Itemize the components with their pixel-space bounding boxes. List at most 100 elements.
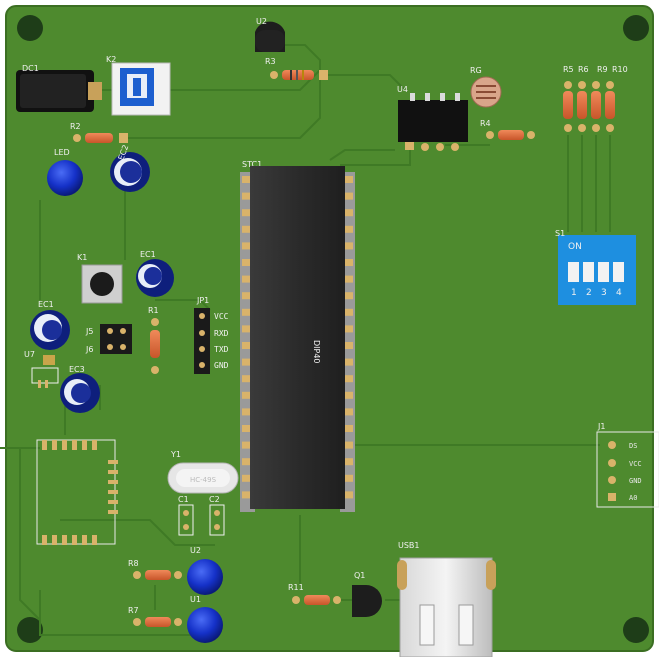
dip40-pin: [343, 342, 353, 349]
jp1-pin-gnd: GND: [214, 361, 229, 370]
dip40-pin: [242, 358, 252, 366]
dip40-pin: [242, 192, 252, 200]
label-dip40: DIP40: [312, 340, 321, 364]
capacitor-c2: [209, 504, 225, 536]
label-y1: Y1: [170, 450, 181, 459]
dip-switch-on-label: ON: [568, 242, 582, 252]
led-led1: [47, 160, 83, 196]
dip40-pin: [242, 225, 252, 233]
dip40-pin: [343, 292, 353, 300]
dip40-pin: [343, 458, 353, 466]
label-j6: J6: [85, 345, 93, 354]
capacitor-c1: [178, 504, 194, 536]
label-q1: Q1: [354, 571, 365, 580]
label-u2-bottom: U2: [190, 546, 201, 555]
label-rg: RG: [470, 66, 482, 75]
dip40-pin: [242, 275, 252, 283]
dip40-pin: [242, 259, 252, 266]
dip40-pin: [343, 259, 353, 266]
dip40-pin: [343, 375, 353, 383]
label-r9: R9: [597, 65, 608, 74]
dip40-pin: [242, 342, 252, 349]
dip40-pin: [242, 292, 252, 300]
dip40-pin: [242, 474, 252, 482]
resistor-r7: [133, 617, 182, 627]
label-usb1: USB1: [398, 541, 420, 550]
module-footprint: [36, 439, 118, 545]
header-jp1: [194, 308, 210, 374]
label-r5: R5: [563, 65, 574, 74]
crystal-marking: HC-49S: [190, 476, 217, 484]
label-c2: C2: [209, 495, 220, 504]
dip40-pin: [343, 474, 353, 482]
dip40-pin: [242, 391, 252, 399]
dip40-pin: [343, 491, 353, 499]
dip40-pin: [343, 425, 353, 432]
resistor-r11: [292, 595, 341, 605]
dip40-pin: [242, 441, 252, 449]
dip40-pin: [242, 325, 252, 333]
label-r6: R6: [578, 65, 589, 74]
j1-pin-vcc: VCC: [629, 460, 642, 468]
label-r7: R7: [128, 606, 139, 615]
label-ec1-right: EC1: [140, 250, 156, 259]
resistor-r3: [270, 70, 328, 80]
dip40-pin: [343, 176, 353, 183]
button-k1: [81, 264, 123, 304]
capacitor-ec1-right: [136, 259, 174, 297]
label-ec3: EC3: [69, 365, 85, 374]
dip-switch-number-3: 3: [601, 288, 607, 298]
label-led1: LED: [54, 148, 70, 157]
label-jp1: JP1: [196, 296, 209, 305]
resistor-array: [563, 81, 615, 132]
dip40-pin: [343, 325, 353, 333]
label-r8: R8: [128, 559, 139, 568]
led-u1: [187, 607, 223, 643]
dip40-pin: [242, 209, 252, 217]
dip40-pin: [343, 441, 353, 449]
label-r3: R3: [265, 57, 276, 66]
copper-traces: [0, 44, 611, 636]
label-c1: C1: [178, 495, 189, 504]
resistor-r1: [150, 318, 160, 374]
dip40-pin: [242, 308, 252, 316]
j1-pin-ds: DS: [629, 442, 637, 450]
dip40-pin: [242, 491, 252, 499]
label-u4: U4: [397, 85, 408, 94]
mounting-holes: [17, 15, 649, 643]
dip40-pin: [242, 176, 252, 183]
switch-k2: [111, 62, 171, 116]
resistor-r4: [486, 130, 535, 140]
dip40-pin: [242, 375, 252, 383]
label-r4: R4: [480, 119, 491, 128]
dip-switch-number-1: 1: [571, 288, 577, 298]
jumpers-j5-j6: [100, 324, 132, 354]
capacitor-ec3: [60, 373, 100, 413]
header-j1: [596, 431, 659, 508]
crystal-y1: HC-49S: [167, 462, 239, 494]
ic-u4: [398, 93, 468, 151]
dip40-pin: [242, 458, 252, 466]
dip40-pin: [343, 391, 353, 399]
ic-stc1-dip40: DIP40: [240, 166, 355, 512]
label-u1: U1: [190, 595, 201, 604]
dip40-pin: [343, 408, 353, 416]
dip40-pin: [343, 225, 353, 233]
dc-jack-dc1: [16, 70, 102, 112]
label-s1: S1: [555, 229, 565, 238]
label-u2-top: U2: [256, 17, 267, 26]
label-k2: K2: [106, 55, 116, 64]
dip40-pin: [343, 358, 353, 366]
resistor-r2: [73, 133, 128, 143]
dip40-pin: [343, 242, 353, 250]
dip-switch-s1: [558, 235, 636, 305]
label-r2: R2: [70, 122, 81, 131]
jp1-pin-txd: TXD: [214, 345, 229, 354]
dip-switch-number-2: 2: [586, 288, 592, 298]
capacitor-ec2: [110, 152, 150, 192]
led-u2-bottom: [187, 559, 223, 595]
label-r10: R10: [612, 65, 628, 74]
dip40-pin: [343, 209, 353, 217]
jp1-pin-vcc: VCC: [214, 312, 229, 321]
